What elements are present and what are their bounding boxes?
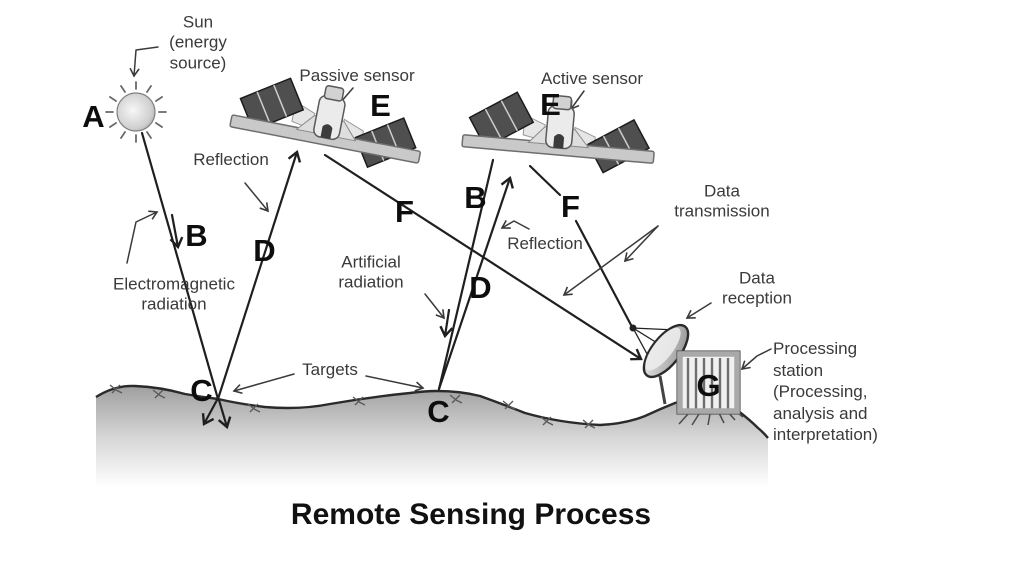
pointer-data-transmission-1 bbox=[623, 225, 659, 263]
dish-reflector-inner bbox=[645, 327, 681, 371]
line-data-transmission-active-upper bbox=[528, 164, 562, 197]
processing-station-building bbox=[676, 350, 741, 415]
pointer-artificial-radiation bbox=[424, 293, 445, 320]
pointer-targets-left bbox=[232, 373, 295, 395]
targets-label: Targets bbox=[302, 359, 358, 379]
passive-sensor-label: Passive sensor bbox=[299, 65, 415, 85]
electromagnetic-radiation-label: Electromagnetic radiation bbox=[113, 274, 235, 314]
pointer-processing-station bbox=[740, 348, 772, 371]
line-electromagnetic-radiation bbox=[140, 131, 220, 401]
dish-support bbox=[658, 375, 667, 405]
annotation-pointers bbox=[126, 46, 772, 395]
data-reception-label: Data reception bbox=[722, 268, 792, 308]
label-D-reflection-left: D bbox=[253, 233, 275, 268]
pointer-data-reception bbox=[685, 302, 712, 319]
pointer-targets-right bbox=[365, 375, 425, 392]
arrowhead-artificial-radiation bbox=[439, 308, 454, 339]
artificial-radiation-label: Artificial radiation bbox=[338, 252, 404, 292]
building-bars bbox=[686, 358, 730, 410]
label-C-target-right: C bbox=[427, 394, 449, 429]
pointer-electromagnetic-radiation bbox=[126, 210, 159, 264]
label-E-active-sensor: E bbox=[540, 87, 561, 122]
label-E-passive-sensor: E bbox=[370, 88, 391, 123]
hill-hatches bbox=[678, 408, 744, 426]
data-transmission-label: Data transmission bbox=[674, 181, 770, 221]
diagram-title: Remote Sensing Process bbox=[290, 498, 652, 531]
receiving-dish bbox=[629, 323, 690, 405]
pointer-active-sensor bbox=[570, 90, 585, 111]
pointer-reflection-left bbox=[244, 182, 269, 213]
building-frame bbox=[677, 351, 740, 414]
label-D-reflection-right: D bbox=[469, 270, 491, 305]
active-sensor-label: Active sensor bbox=[540, 68, 644, 88]
processing-station-label: Processing station (Processing, analysis… bbox=[773, 339, 878, 444]
label-B-electromagnetic: B bbox=[185, 218, 207, 253]
arrow-absorption-left bbox=[201, 398, 219, 426]
label-F-transmission-left: F bbox=[395, 194, 414, 229]
sun-rays bbox=[105, 81, 167, 143]
terrain-fill bbox=[96, 385, 768, 505]
line-reflection-to-active-sensor bbox=[437, 175, 514, 391]
pointer-reflection-right bbox=[500, 219, 530, 230]
sun-label: Sun (energy source) bbox=[169, 12, 227, 73]
line-reflection-to-passive-sensor bbox=[216, 149, 302, 401]
arrow-transmission-into-ground bbox=[217, 398, 232, 430]
label-B-artificial: B bbox=[464, 180, 486, 215]
line-data-transmission-active-lower bbox=[574, 219, 633, 327]
label-G-processing-station: G bbox=[696, 368, 720, 403]
reflection-label-right: Reflection bbox=[507, 233, 583, 253]
sun bbox=[105, 81, 167, 143]
reflection-label-left: Reflection bbox=[193, 149, 269, 169]
pointer-sun bbox=[129, 46, 159, 78]
pointer-data-transmission-2 bbox=[562, 225, 659, 296]
arrowhead-electromagnetic-radiation bbox=[169, 213, 184, 250]
label-A-sun: A bbox=[82, 99, 104, 134]
label-C-target-left: C bbox=[190, 373, 212, 408]
label-F-transmission-right: F bbox=[561, 189, 580, 224]
diagram-lines bbox=[140, 131, 643, 430]
line-artificial-radiation bbox=[437, 158, 495, 391]
dish-feed-point bbox=[629, 324, 637, 332]
